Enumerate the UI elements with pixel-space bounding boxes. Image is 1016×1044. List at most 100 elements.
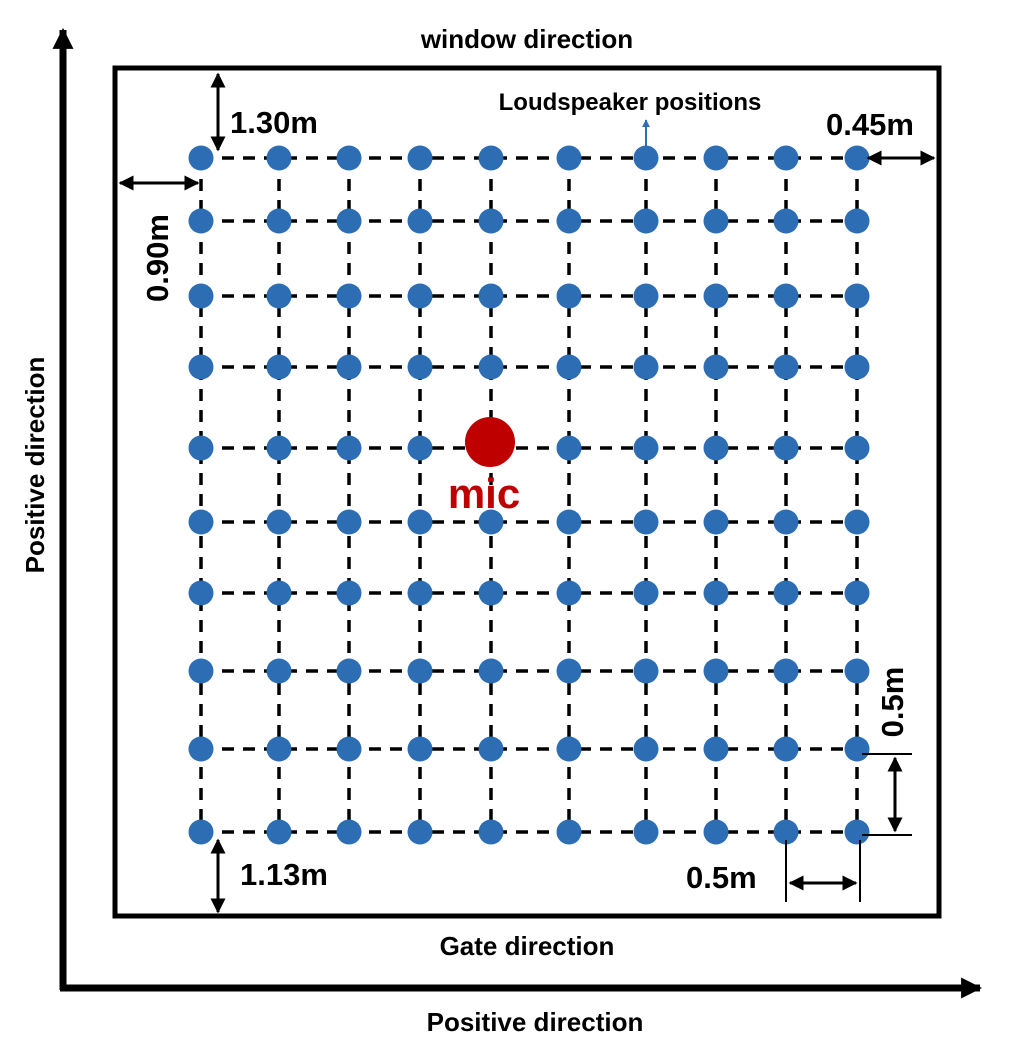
left-gap-label: 0.90m xyxy=(140,214,175,302)
loudspeaker-position xyxy=(633,435,659,461)
loudspeaker-position xyxy=(188,658,214,684)
loudspeaker-position xyxy=(336,819,362,845)
loudspeaker-position xyxy=(844,435,870,461)
loudspeaker-position xyxy=(773,283,799,309)
loudspeaker-position xyxy=(266,435,292,461)
loudspeaker-position xyxy=(773,580,799,606)
loudspeaker-position xyxy=(478,819,504,845)
bottom-direction-label: Gate direction xyxy=(440,931,615,961)
loudspeaker-position xyxy=(703,580,729,606)
loudspeaker-position xyxy=(407,819,433,845)
loudspeaker-position xyxy=(266,819,292,845)
loudspeaker-position xyxy=(188,435,214,461)
loudspeaker-position xyxy=(188,208,214,234)
loudspeaker-position xyxy=(773,435,799,461)
right-gap-label: 0.45m xyxy=(826,107,914,142)
loudspeaker-position xyxy=(336,435,362,461)
loudspeaker-position xyxy=(844,208,870,234)
loudspeaker-position xyxy=(844,736,870,762)
loudspeaker-position xyxy=(266,208,292,234)
loudspeaker-position xyxy=(478,658,504,684)
loudspeaker-position xyxy=(633,819,659,845)
speaker-label: Loudspeaker positions xyxy=(499,89,762,116)
loudspeaker-position xyxy=(556,354,582,380)
loudspeaker-position xyxy=(188,509,214,535)
loudspeaker-position xyxy=(556,819,582,845)
loudspeaker-position xyxy=(556,658,582,684)
loudspeaker-position xyxy=(844,580,870,606)
col-spacing-label: 0.5m xyxy=(686,860,757,895)
loudspeaker-position xyxy=(556,208,582,234)
loudspeaker-position xyxy=(188,145,214,171)
loudspeaker-position xyxy=(336,580,362,606)
loudspeaker-position xyxy=(188,580,214,606)
loudspeaker-position xyxy=(336,283,362,309)
loudspeaker-position xyxy=(336,208,362,234)
loudspeaker-position xyxy=(266,658,292,684)
top-direction-label: window direction xyxy=(420,24,633,54)
grid-lines xyxy=(199,156,869,834)
loudspeaker-position xyxy=(633,658,659,684)
loudspeaker-position xyxy=(556,736,582,762)
loudspeaker-position xyxy=(188,736,214,762)
loudspeaker-position xyxy=(478,283,504,309)
loudspeaker-position xyxy=(633,354,659,380)
loudspeaker-position xyxy=(336,145,362,171)
loudspeaker-position xyxy=(844,509,870,535)
bottom-gap-label: 1.13m xyxy=(240,857,328,892)
loudspeaker-position xyxy=(633,736,659,762)
loudspeaker-position xyxy=(844,819,870,845)
loudspeaker-position xyxy=(773,509,799,535)
loudspeaker-position xyxy=(703,658,729,684)
loudspeaker-position xyxy=(407,736,433,762)
loudspeaker-position xyxy=(407,208,433,234)
x-axis-label: Positive direction xyxy=(427,1007,644,1037)
loudspeaker-position xyxy=(478,145,504,171)
loudspeaker-position xyxy=(407,283,433,309)
loudspeaker-position xyxy=(407,658,433,684)
loudspeaker-position xyxy=(703,509,729,535)
loudspeaker-position xyxy=(703,736,729,762)
loudspeaker-position xyxy=(188,283,214,309)
loudspeaker-position xyxy=(556,283,582,309)
loudspeaker-position xyxy=(266,509,292,535)
loudspeaker-position xyxy=(773,208,799,234)
loudspeaker-position xyxy=(336,509,362,535)
loudspeaker-position xyxy=(336,736,362,762)
loudspeaker-position xyxy=(478,580,504,606)
room-outline xyxy=(112,65,942,919)
loudspeaker-position xyxy=(556,580,582,606)
loudspeaker-position xyxy=(703,354,729,380)
loudspeaker-position xyxy=(478,736,504,762)
row-spacing-label: 0.5m xyxy=(875,667,910,738)
loudspeaker-position xyxy=(633,580,659,606)
loudspeaker-position xyxy=(188,819,214,845)
loudspeaker-position xyxy=(336,658,362,684)
loudspeaker-position xyxy=(266,736,292,762)
loudspeaker-position xyxy=(407,354,433,380)
loudspeaker-position xyxy=(556,509,582,535)
loudspeaker-position xyxy=(478,208,504,234)
loudspeaker-position xyxy=(773,658,799,684)
loudspeaker-position xyxy=(773,736,799,762)
loudspeaker-position xyxy=(703,283,729,309)
loudspeaker-position xyxy=(773,819,799,845)
mic-label: mic xyxy=(448,470,520,517)
loudspeaker-position xyxy=(773,354,799,380)
loudspeaker-position xyxy=(188,354,214,380)
loudspeaker-position xyxy=(266,580,292,606)
loudspeaker-position xyxy=(633,509,659,535)
loudspeaker-position xyxy=(556,435,582,461)
loudspeaker-position xyxy=(633,145,659,171)
loudspeaker-position xyxy=(773,145,799,171)
loudspeaker-position xyxy=(266,283,292,309)
mic-marker xyxy=(465,417,515,467)
loudspeaker-position xyxy=(703,208,729,234)
loudspeaker-position xyxy=(407,435,433,461)
top-gap-label: 1.30m xyxy=(230,105,318,140)
loudspeaker-position xyxy=(844,145,870,171)
loudspeaker-position xyxy=(633,283,659,309)
loudspeaker-position xyxy=(336,354,362,380)
